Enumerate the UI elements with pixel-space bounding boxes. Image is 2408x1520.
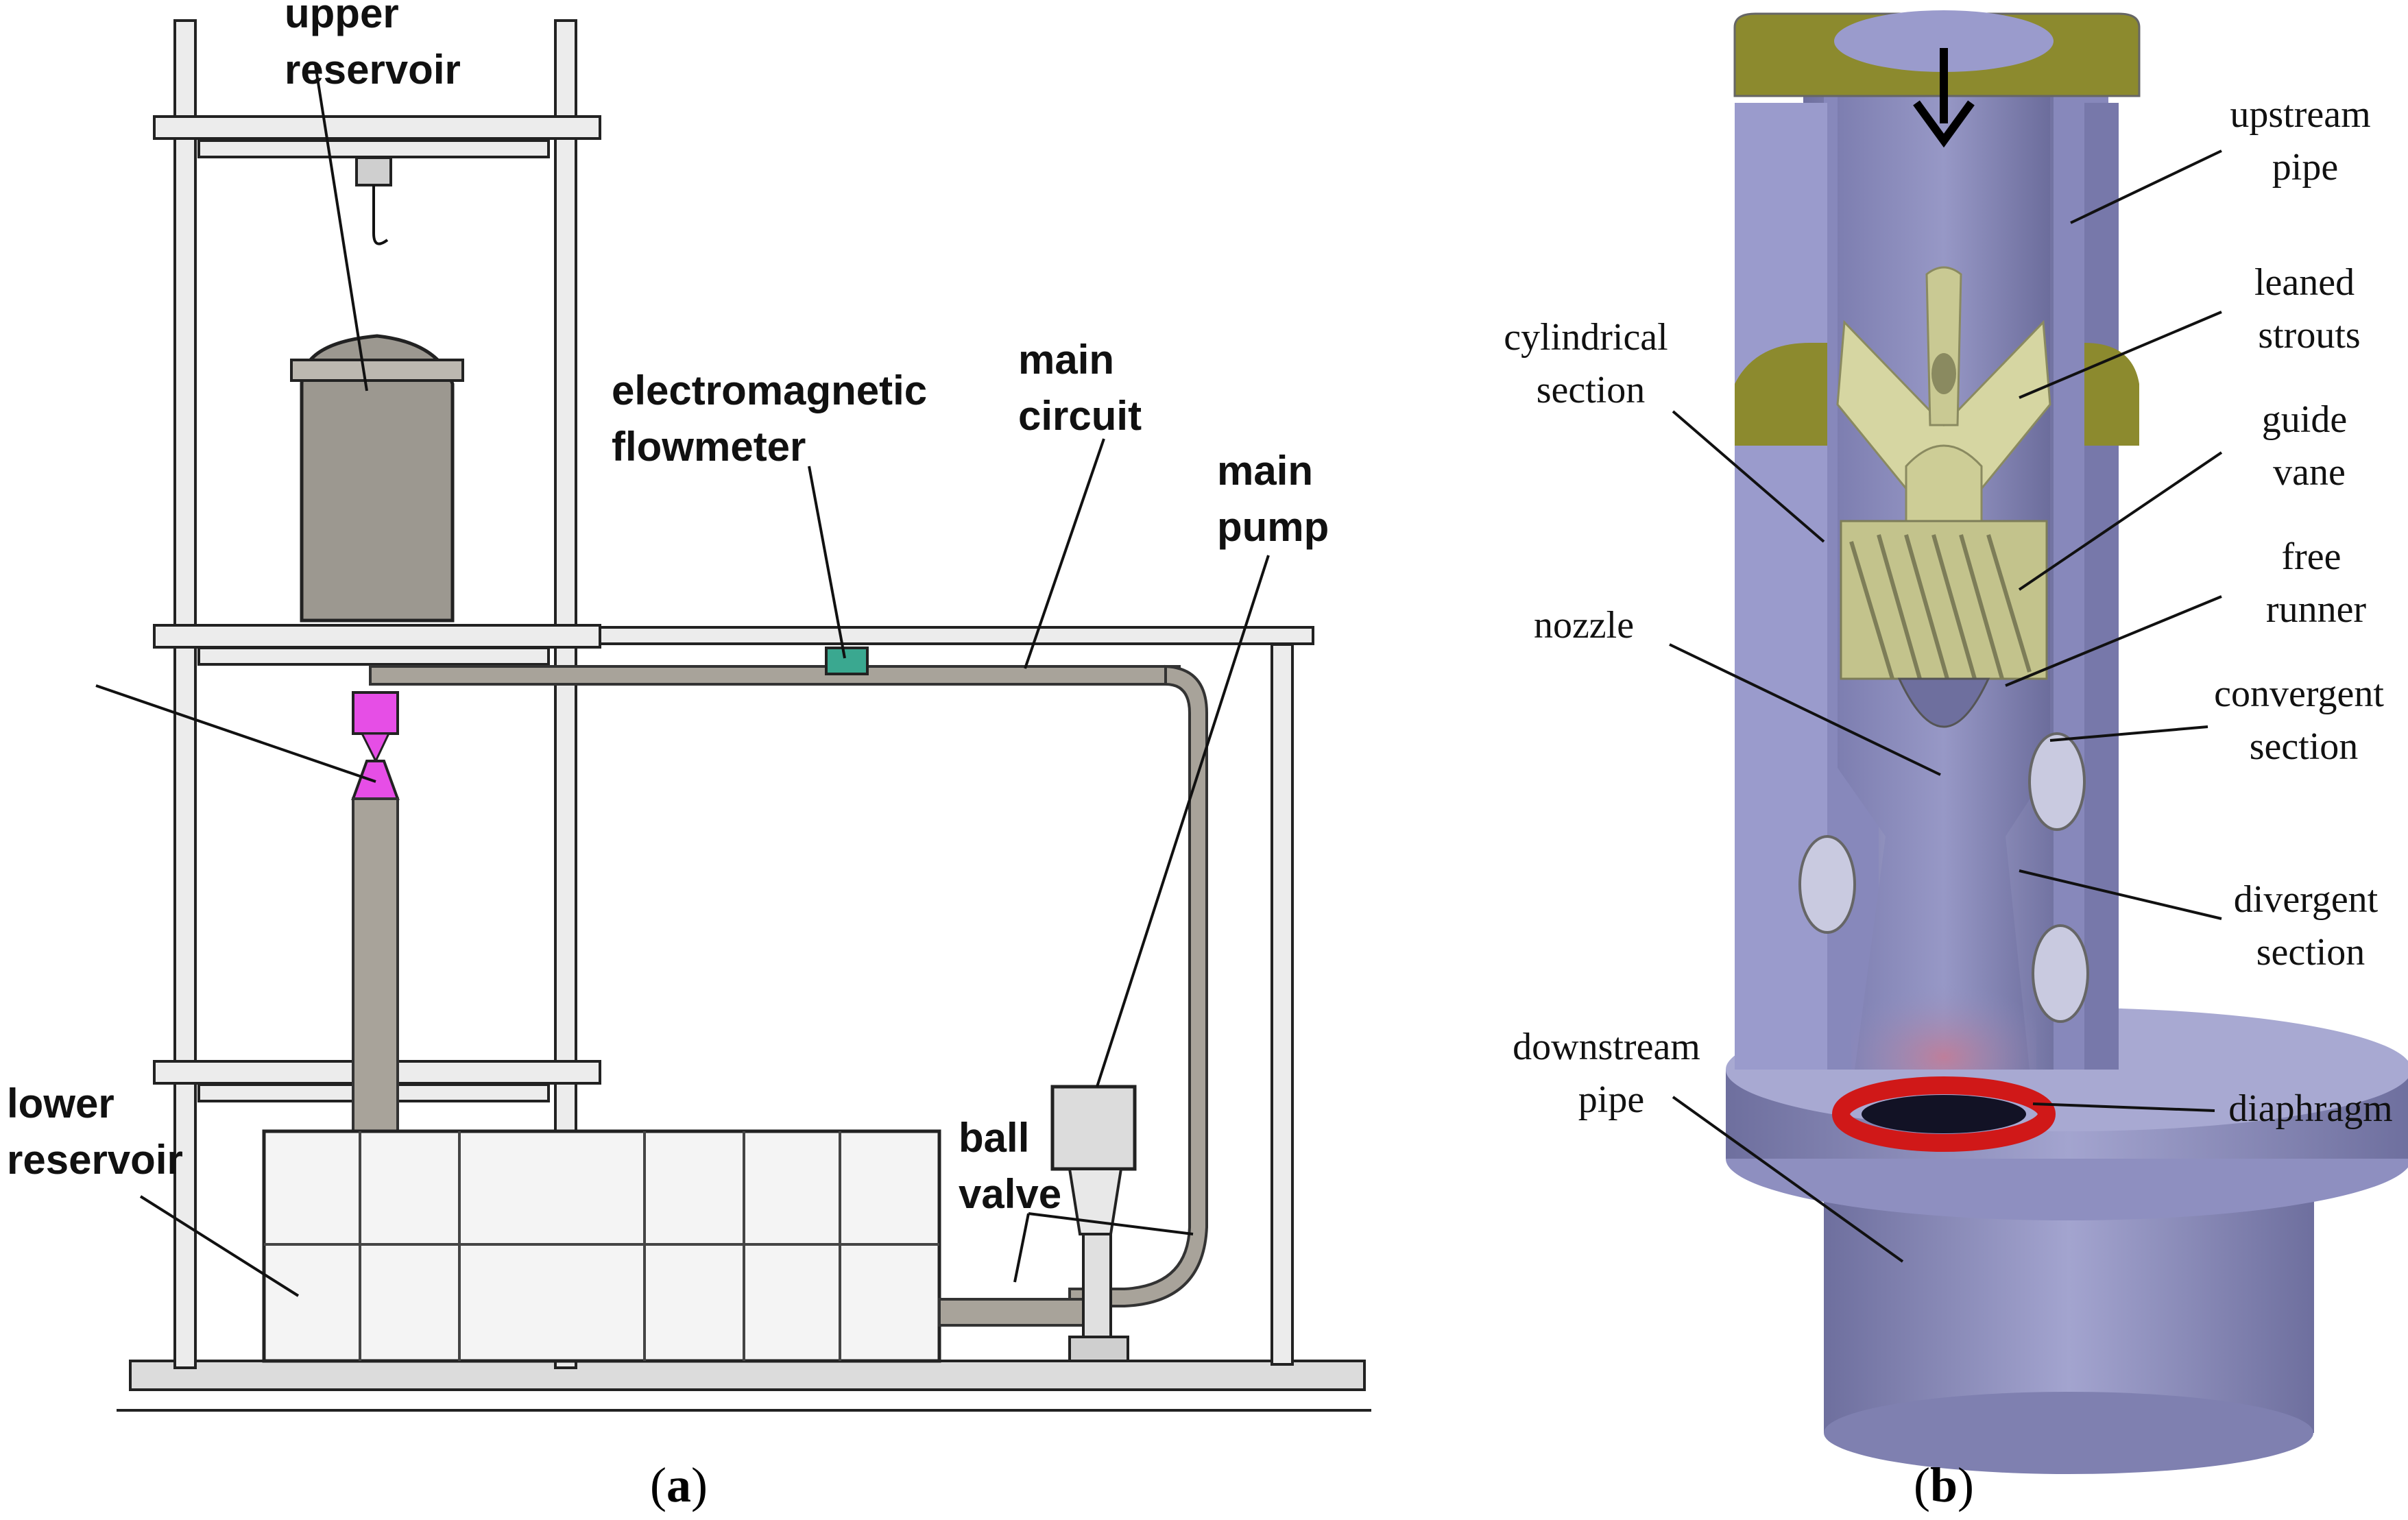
leader-divergent-section: [2019, 869, 2222, 920]
ground-base: [117, 1360, 1371, 1412]
leader-main-circuit: [1024, 438, 1105, 669]
caption-b: (b): [1914, 1458, 1974, 1512]
label-convergent-section: convergent section: [2214, 673, 2394, 768]
platform-middle: [153, 624, 601, 666]
leader-lower-reservoir: [139, 1195, 300, 1297]
label-diaphragm: diaphragm: [2228, 1087, 2392, 1130]
leader-diaphragm: [2032, 1102, 2215, 1112]
panel-a: upper reservoir electromagnetic flowmete…: [7, 0, 1371, 1512]
leaned-struts: [1836, 266, 2051, 537]
main-circuit-pipe: [369, 626, 1314, 1366]
main-pump-body: [1050, 1085, 1137, 1362]
leader-flowmeter: [808, 466, 846, 659]
guide-vane-runner: [1840, 520, 2048, 680]
label-electromagnetic-flowmeter: electromagnetic flowmeter: [612, 367, 939, 470]
label-cylindrical-section: cylindrical section: [1504, 316, 1677, 411]
label-leaned-strouts: leaned strouts: [2254, 261, 2364, 357]
flowmeter-device: [825, 647, 869, 675]
hoist-hook: [355, 156, 392, 245]
upper-reservoir-tank: [290, 334, 464, 623]
label-ball-valve: ball valve: [959, 1115, 1061, 1217]
leader-downstream-pipe: [1672, 1096, 1904, 1263]
label-guide-vane: guide vane: [2262, 398, 2357, 494]
label-main-circuit: main circuit: [1018, 337, 1142, 439]
label-lower-reservoir: lower reservoir: [7, 1081, 183, 1183]
platform-top: [153, 115, 601, 158]
nozzle-cone: [1897, 677, 1990, 728]
label-main-pump: main pump: [1217, 448, 1329, 550]
middle-flange: [1735, 343, 2139, 446]
leader-test-section: [95, 684, 376, 783]
suction-pipe: [938, 1298, 1098, 1327]
label-upper-reservoir: upper reservoir: [285, 0, 461, 93]
leader-upper-reservoir: [314, 64, 368, 391]
test-section: [351, 691, 400, 1133]
flow-direction-arrow: [1913, 48, 1975, 148]
leader-cylindrical-section: [1672, 410, 1825, 543]
panel-b: upstream pipe leaned strouts cylindrical…: [1504, 10, 2408, 1512]
leader-nozzle: [1669, 643, 1941, 776]
leader-upstream-pipe: [2070, 149, 2222, 224]
observation-windows: [1798, 732, 2089, 1023]
label-free-runner: free runner: [2266, 535, 2367, 631]
frame-post-left: [173, 19, 197, 1369]
leader-ball-valve-1: [1013, 1213, 1030, 1283]
label-downstream-pipe: downstream pipe: [1513, 1026, 1710, 1121]
label-divergent-section: divergent section: [2234, 878, 2387, 974]
label-upstream-pipe: upstream pipe: [2230, 93, 2380, 189]
lower-reservoir-tank: [262, 1129, 941, 1363]
leader-guide-vane: [2018, 451, 2223, 591]
caption-a: (a): [650, 1458, 708, 1512]
leader-leaned-strouts: [2019, 311, 2222, 399]
leader-convergent-section: [2049, 725, 2208, 742]
top-flange: [1733, 10, 2141, 97]
label-nozzle: nozzle: [1534, 604, 1634, 647]
diaphragm-ring: [1832, 1076, 2056, 1152]
leader-ball-valve-2: [1028, 1212, 1194, 1235]
leader-free-runner: [2005, 595, 2222, 687]
leader-main-pump: [1096, 555, 1270, 1087]
